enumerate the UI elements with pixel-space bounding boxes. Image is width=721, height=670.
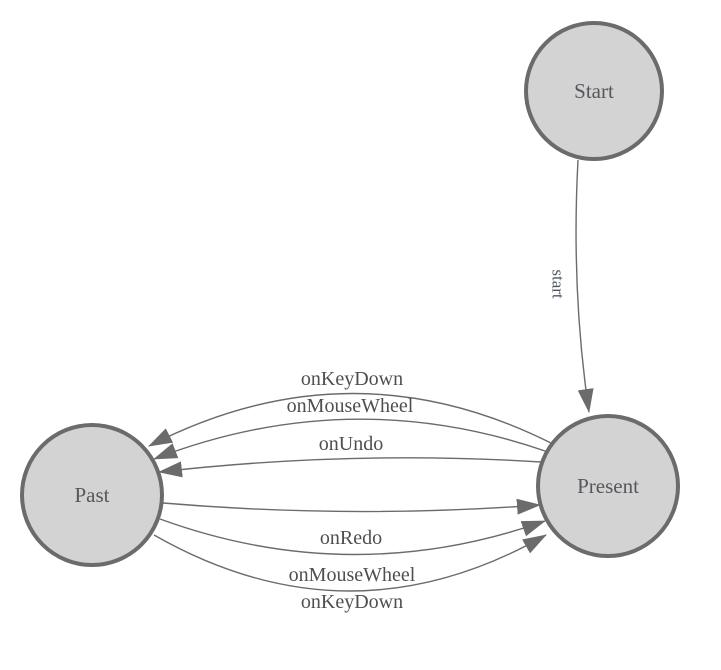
edge-labels: start onKeyDown onMouseWheel onUndo onRe… (287, 269, 568, 613)
node-start: Start (524, 21, 664, 161)
node-past: Past (20, 423, 164, 567)
edge-label-start: start (549, 269, 568, 299)
edge-past-to-present-onredo (162, 498, 541, 515)
node-past-label: Past (74, 483, 109, 507)
node-present-circle (536, 414, 680, 558)
edge-past-to-present-onmousewheel (159, 518, 546, 556)
edge-label-onredo: onRedo (320, 527, 382, 549)
node-past-circle (20, 423, 164, 567)
edge-present-to-past-onundo (158, 457, 542, 478)
edge-label-onmousewheel-top: onMouseWheel (287, 395, 414, 417)
edge-label-onmousewheel-bottom: onMouseWheel (289, 564, 416, 586)
node-present-label: Present (577, 474, 639, 498)
edge-present-to-past-onmousewheel (153, 418, 549, 460)
node-start-label: Start (574, 79, 614, 103)
edge-label-onkeydown-bottom: onKeyDown (301, 591, 403, 613)
node-present: Present (536, 414, 680, 558)
edge-present-to-past-onkeydown (148, 392, 554, 447)
edge-past-to-present-onkeydown (153, 534, 547, 592)
edge-label-onundo: onUndo (319, 433, 383, 455)
node-start-circle (524, 21, 664, 161)
edge-label-onkeydown-top: onKeyDown (301, 368, 403, 390)
edges (148, 159, 594, 592)
edge-start-to-present (575, 159, 594, 413)
